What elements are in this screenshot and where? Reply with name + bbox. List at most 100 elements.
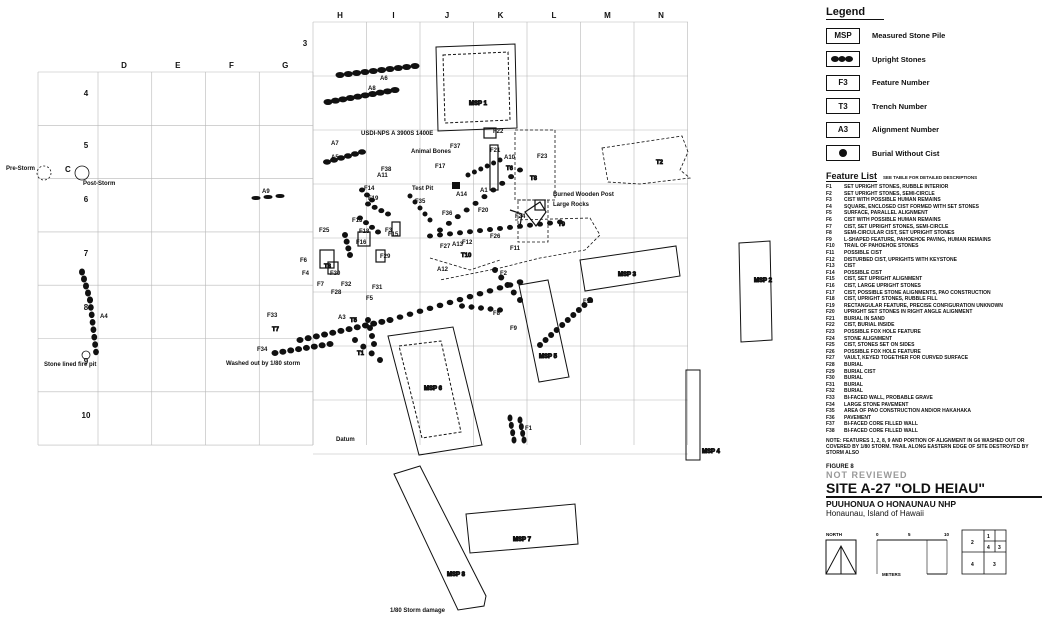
alignment-label-a7: A7 (331, 141, 339, 147)
feature-desc: CIST, SET UPRIGHT STONES, SEMI-CIRCLE (844, 223, 949, 230)
feature-label-f21: F21 (490, 148, 501, 154)
msp-1-label: MSP 1 (469, 101, 488, 107)
alignment-label-a9: A9 (262, 189, 270, 195)
grid-col-label: H (337, 11, 343, 20)
feature-label-f12: F12 (462, 240, 473, 246)
feature-code: F24 (826, 335, 835, 342)
label-fire-pit: Stone lined fire pit (44, 362, 96, 368)
feature-desc: L-SHAPED FEATURE, PAHOEHOE PAVING, HUMAN… (844, 236, 991, 243)
upright-stone (326, 341, 334, 347)
feature-code: F5 (826, 210, 832, 217)
alignment-label-a11: A11 (377, 173, 388, 179)
upright-stone (365, 201, 371, 207)
upright-stone (467, 229, 473, 235)
upright-stone (557, 219, 563, 225)
upright-stone (369, 197, 375, 203)
feature-desc: LARGE STONE PAVEMENT (844, 401, 909, 408)
feature-label-f27: F27 (440, 244, 451, 250)
grid-col-label: M (604, 11, 611, 20)
feature-code: F9 (826, 236, 832, 243)
feature-label-f35: F35 (415, 199, 426, 205)
label-burned-post: Burned Wooden Post (553, 192, 614, 198)
upright-stone (323, 159, 331, 165)
upright-stone (456, 296, 464, 303)
feature-list-note: SEE TABLE FOR DETAILED DESCRIPTIONS (883, 175, 978, 180)
feature-desc: CIST (844, 263, 856, 270)
feature-label-f29: F29 (380, 254, 391, 260)
feature-desc: BURIAL CIST (844, 368, 876, 375)
upright-stone (369, 333, 375, 339)
grid-col-label: N (658, 11, 664, 20)
upright-stone (521, 436, 527, 444)
upright-stone (91, 333, 98, 341)
upright-stone (377, 357, 383, 363)
feature-label-f5: F5 (366, 296, 374, 302)
legend-label-trench: Trench Number (872, 101, 928, 111)
upright-stone (520, 429, 526, 437)
feature-list-item: F20 UPRIGHT SET STONES IN RIGHT ANGLE ALI… (826, 309, 1046, 316)
feature-code: F32 (826, 388, 835, 395)
alignment-label-a3: A3 (338, 315, 346, 321)
upright-stone (385, 66, 395, 72)
msp-7-label: MSP 7 (513, 537, 532, 543)
feature-code: F2 (826, 190, 832, 197)
upright-stone (548, 332, 555, 338)
feature-label-f34: F34 (257, 347, 268, 353)
upright-stone (375, 229, 381, 235)
legend-items: MSP Measured Stone Pile Upright Stones F… (820, 24, 1046, 165)
upright-stone (437, 227, 443, 233)
msp-8: MSP 8 (393, 465, 487, 611)
grid-col-label: K (498, 11, 504, 20)
feature-desc: STONE ALIGNMENT (844, 335, 893, 342)
location-name: Honaunau, Island of Hawaii (826, 508, 924, 518)
msp-5: MSP 5 (518, 279, 570, 383)
upright-stone (330, 157, 338, 163)
fire-pits (36, 165, 91, 360)
msp-4-label: MSP 4 (702, 449, 721, 455)
upright-stone (344, 153, 352, 159)
label-post-storm: Post-Storm (83, 181, 115, 187)
feature-code: F16 (826, 282, 835, 289)
alignment-label-a5: A5 (331, 155, 339, 161)
feature-label-f36: F36 (442, 211, 453, 217)
post-storm-pit (74, 165, 90, 181)
msp-5-label: MSP 5 (539, 354, 558, 360)
feature-desc: UPRIGHT SET STONES IN RIGHT ANGLE ALIGNM… (844, 309, 973, 316)
upright-stone (360, 343, 367, 350)
legend-label-burial: Burial Without Cist (872, 148, 940, 158)
upright-stone (337, 155, 345, 161)
feature-list-item: F9 L-SHAPED FEATURE, PAHOEHOE PAVING, HUM… (826, 237, 1046, 244)
trench-t6-label: T6 (506, 166, 514, 172)
upright-stone (338, 96, 348, 103)
msp-7: MSP 7 (465, 503, 579, 554)
upright-stone (321, 331, 329, 338)
feature-code: F20 (826, 309, 835, 316)
grid-col-label: J (445, 11, 449, 20)
legend-symbol-trench: T3 (826, 98, 860, 115)
feature-code: F35 (826, 408, 835, 415)
cist-shapes (319, 127, 547, 275)
label-pre-storm: Pre-Storm (6, 166, 35, 172)
msp-1: MSP 1 (435, 43, 518, 132)
upright-stone (251, 196, 261, 200)
feature-label-f11: F11 (510, 246, 521, 252)
feature-code: F26 (826, 348, 835, 355)
key-cell-3a: 3 (998, 545, 1001, 551)
feature-code: F37 (826, 421, 835, 428)
legend-label-msp: Measured Stone Pile (872, 31, 946, 41)
feature-desc: TRAIL OF PAHOEHOE STONES (844, 243, 919, 250)
feature-desc: CIST, UPRIGHT STONES, RUBBLE FILL (844, 296, 938, 303)
